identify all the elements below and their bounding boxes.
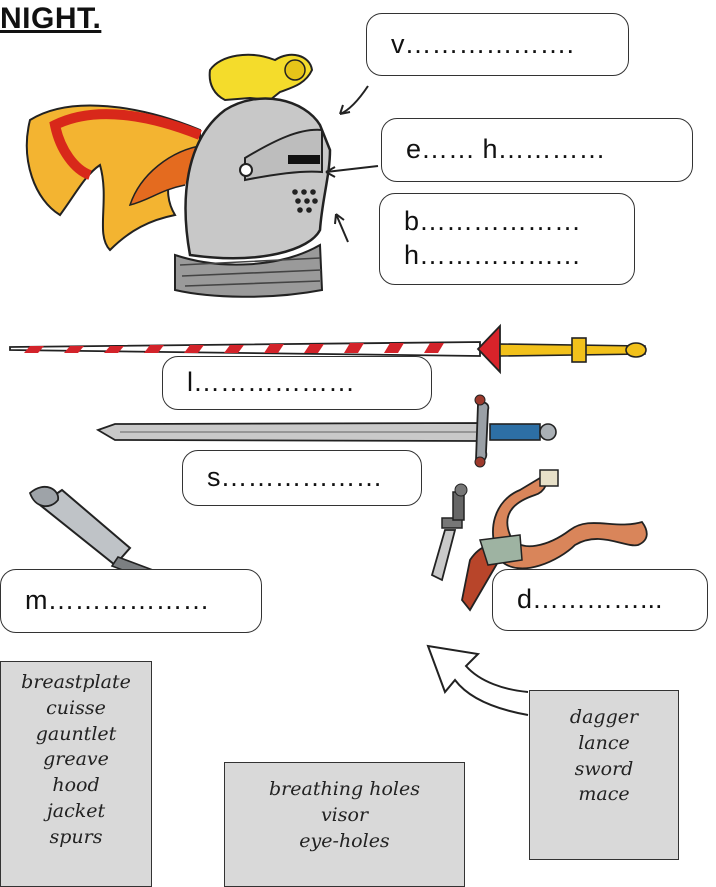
word-item: breastplate [21,670,131,696]
label-text-sword: s……………… [207,461,421,495]
word-box-helmet: breathing holes visor eye-holes [224,762,465,887]
lion-crest-icon [210,55,312,100]
word-item: eye-holes [299,829,389,855]
label-text-breathing-2: h……………… [404,239,634,273]
word-box-armour: breastplate cuisse gauntlet greave hood … [0,661,152,887]
label-box-sword[interactable]: s……………… [182,450,422,506]
word-item: gauntlet [36,722,117,748]
label-text-eye-holes: e…… h………… [406,133,692,167]
word-item: greave [43,747,109,773]
label-box-visor[interactable]: v………………. [366,13,629,76]
label-box-mace[interactable]: m……………… [0,569,262,633]
word-item: hood [52,773,99,799]
label-text-visor: v………………. [391,28,628,62]
dagger-icon [432,484,467,580]
word-item: jacket [47,799,105,825]
label-text-dagger: d…………... [517,583,707,617]
word-box-weapons: dagger lance sword mace [529,690,679,860]
pointer-arrows-icon [326,86,378,242]
word-item: sword [575,757,634,783]
word-item: mace [578,782,629,808]
plume-icon [27,106,205,250]
word-item: lance [578,731,630,757]
word-item: breathing holes [269,777,420,803]
label-box-breathing-holes[interactable]: b……………… h……………… [379,193,635,285]
word-item: dagger [570,705,638,731]
label-box-eye-holes[interactable]: e…… h………… [381,118,693,182]
arrow-icon [428,646,528,715]
label-text-lance: l……………… [187,366,431,400]
word-item: cuisse [46,696,106,722]
word-item: spurs [50,825,103,851]
label-text-breathing-1: b……………… [404,205,634,239]
label-text-mace: m……………… [25,584,261,618]
label-box-dagger[interactable]: d…………... [492,569,708,631]
label-box-lance[interactable]: l……………… [162,356,432,410]
word-item: visor [321,803,368,829]
